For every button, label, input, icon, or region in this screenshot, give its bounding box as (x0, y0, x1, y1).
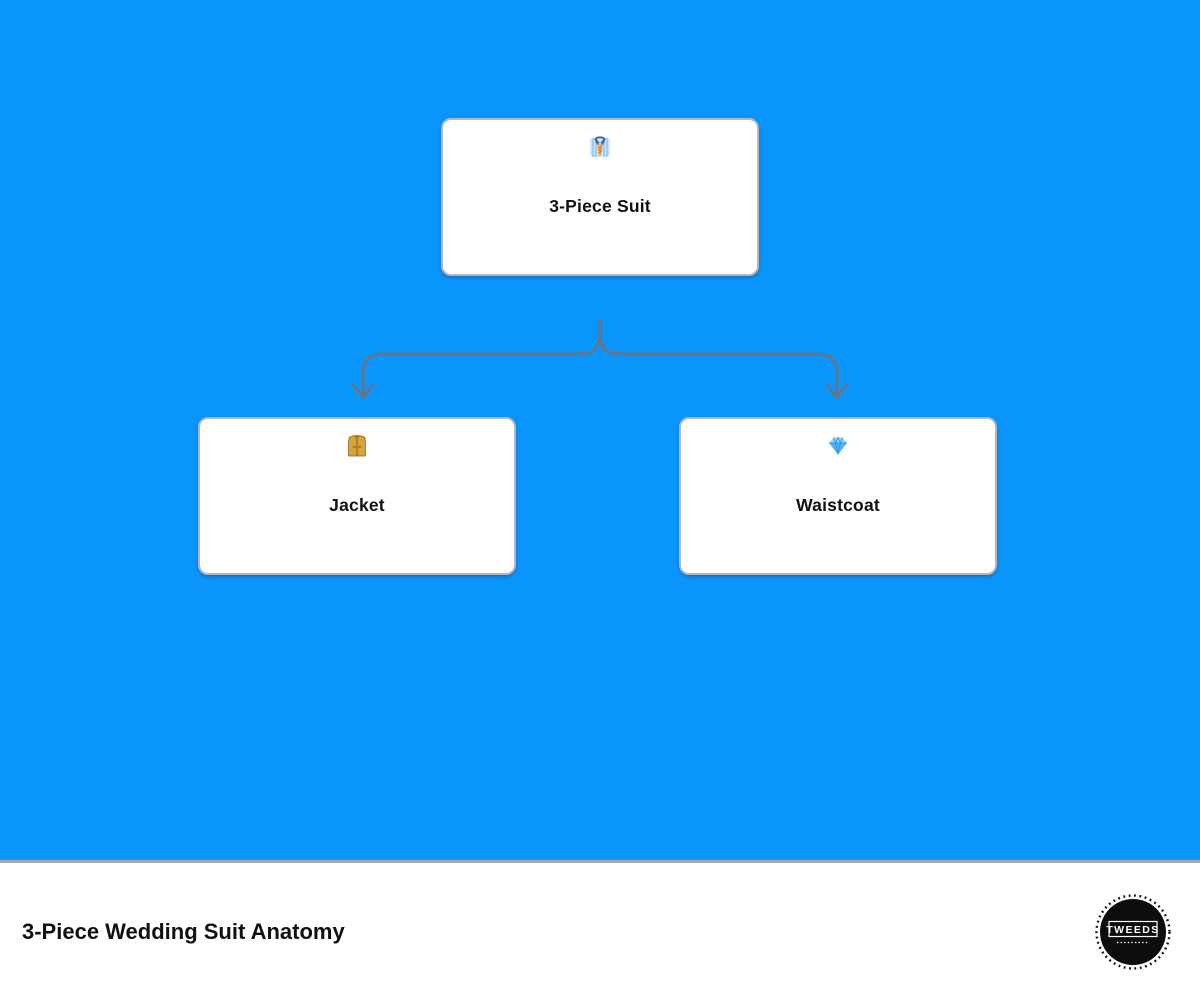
diagram-canvas: 3-Piece Suit Jacket Waistcoat (0, 0, 1200, 860)
connector-left (361, 319, 602, 398)
node-label: 3-Piece Suit (549, 196, 651, 216)
logo-text-frame (1108, 920, 1158, 937)
logo-text: TWEEDS (1106, 924, 1159, 936)
connector-right (598, 319, 839, 398)
node-3-piece-suit: 3-Piece Suit (441, 118, 759, 276)
footer-bar: 3-Piece Wedding Suit Anatomy TWEEDS (0, 860, 1200, 1000)
node-jacket: Jacket (198, 417, 516, 575)
necktie-icon (590, 136, 610, 157)
arrowhead-right-icon (825, 383, 849, 400)
gem-icon (829, 436, 847, 455)
arrowhead-left-icon (351, 383, 375, 400)
logo-stitch-ring (1095, 893, 1171, 970)
node-label: Jacket (329, 495, 385, 515)
node-label: Waistcoat (796, 495, 880, 515)
coat-icon (348, 434, 366, 457)
tweeds-logo: TWEEDS (1095, 893, 1171, 970)
page-title: 3-Piece Wedding Suit Anatomy (22, 918, 345, 944)
node-waistcoat: Waistcoat (679, 417, 997, 575)
